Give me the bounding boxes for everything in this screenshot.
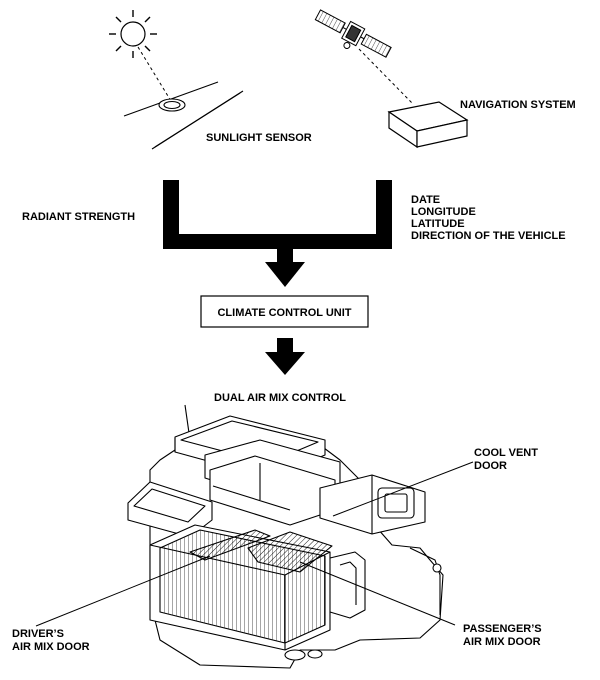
sun-icon bbox=[109, 10, 157, 58]
hvac-unit-illustration bbox=[127, 404, 444, 669]
drivers-air-mix-door-label-line2: AIR MIX DOOR bbox=[12, 641, 90, 653]
cool-vent-door-label-line2: DOOR bbox=[474, 460, 507, 472]
dual-air-mix-control-label: DUAL AIR MIX CONTROL bbox=[214, 392, 346, 404]
satellite-signal-line bbox=[358, 48, 414, 105]
climate-control-unit-box bbox=[200, 295, 369, 328]
cool-vent-door-label-line1: COOL VENT bbox=[474, 447, 538, 459]
climate-control-unit-label: CLIMATE CONTROL UNIT bbox=[217, 307, 351, 319]
callout-leader-lines bbox=[35, 461, 474, 627]
passengers-air-mix-door-label-line1: PASSENGER’S bbox=[463, 623, 542, 635]
passengers-air-mix-door-label-line2: AIR MIX DOOR bbox=[463, 636, 541, 648]
navigation-inputs-list: DATE LONGITUDE LATITUDE DIRECTION OF THE… bbox=[411, 194, 566, 242]
sunlight-sensor-label: SUNLIGHT SENSOR bbox=[206, 132, 312, 144]
nav-input-longitude: LONGITUDE bbox=[411, 206, 476, 218]
nav-input-latitude: LATITUDE bbox=[411, 218, 465, 230]
navigation-system-label: NAVIGATION SYSTEM bbox=[460, 99, 576, 111]
signal-flow-bracket bbox=[163, 180, 392, 287]
sunlight-ray-line bbox=[137, 46, 172, 102]
nav-input-direction: DIRECTION OF THE VEHICLE bbox=[411, 230, 566, 242]
radiant-strength-label: RADIANT STRENGTH bbox=[22, 211, 135, 223]
satellite-icon bbox=[314, 9, 392, 58]
sunlight-sensor-icon bbox=[123, 81, 244, 150]
nav-input-date: DATE bbox=[411, 194, 440, 206]
down-arrow-icon bbox=[265, 338, 305, 375]
drivers-air-mix-door-label-line1: DRIVER’S bbox=[12, 628, 64, 640]
navigation-unit-icon bbox=[387, 101, 469, 149]
